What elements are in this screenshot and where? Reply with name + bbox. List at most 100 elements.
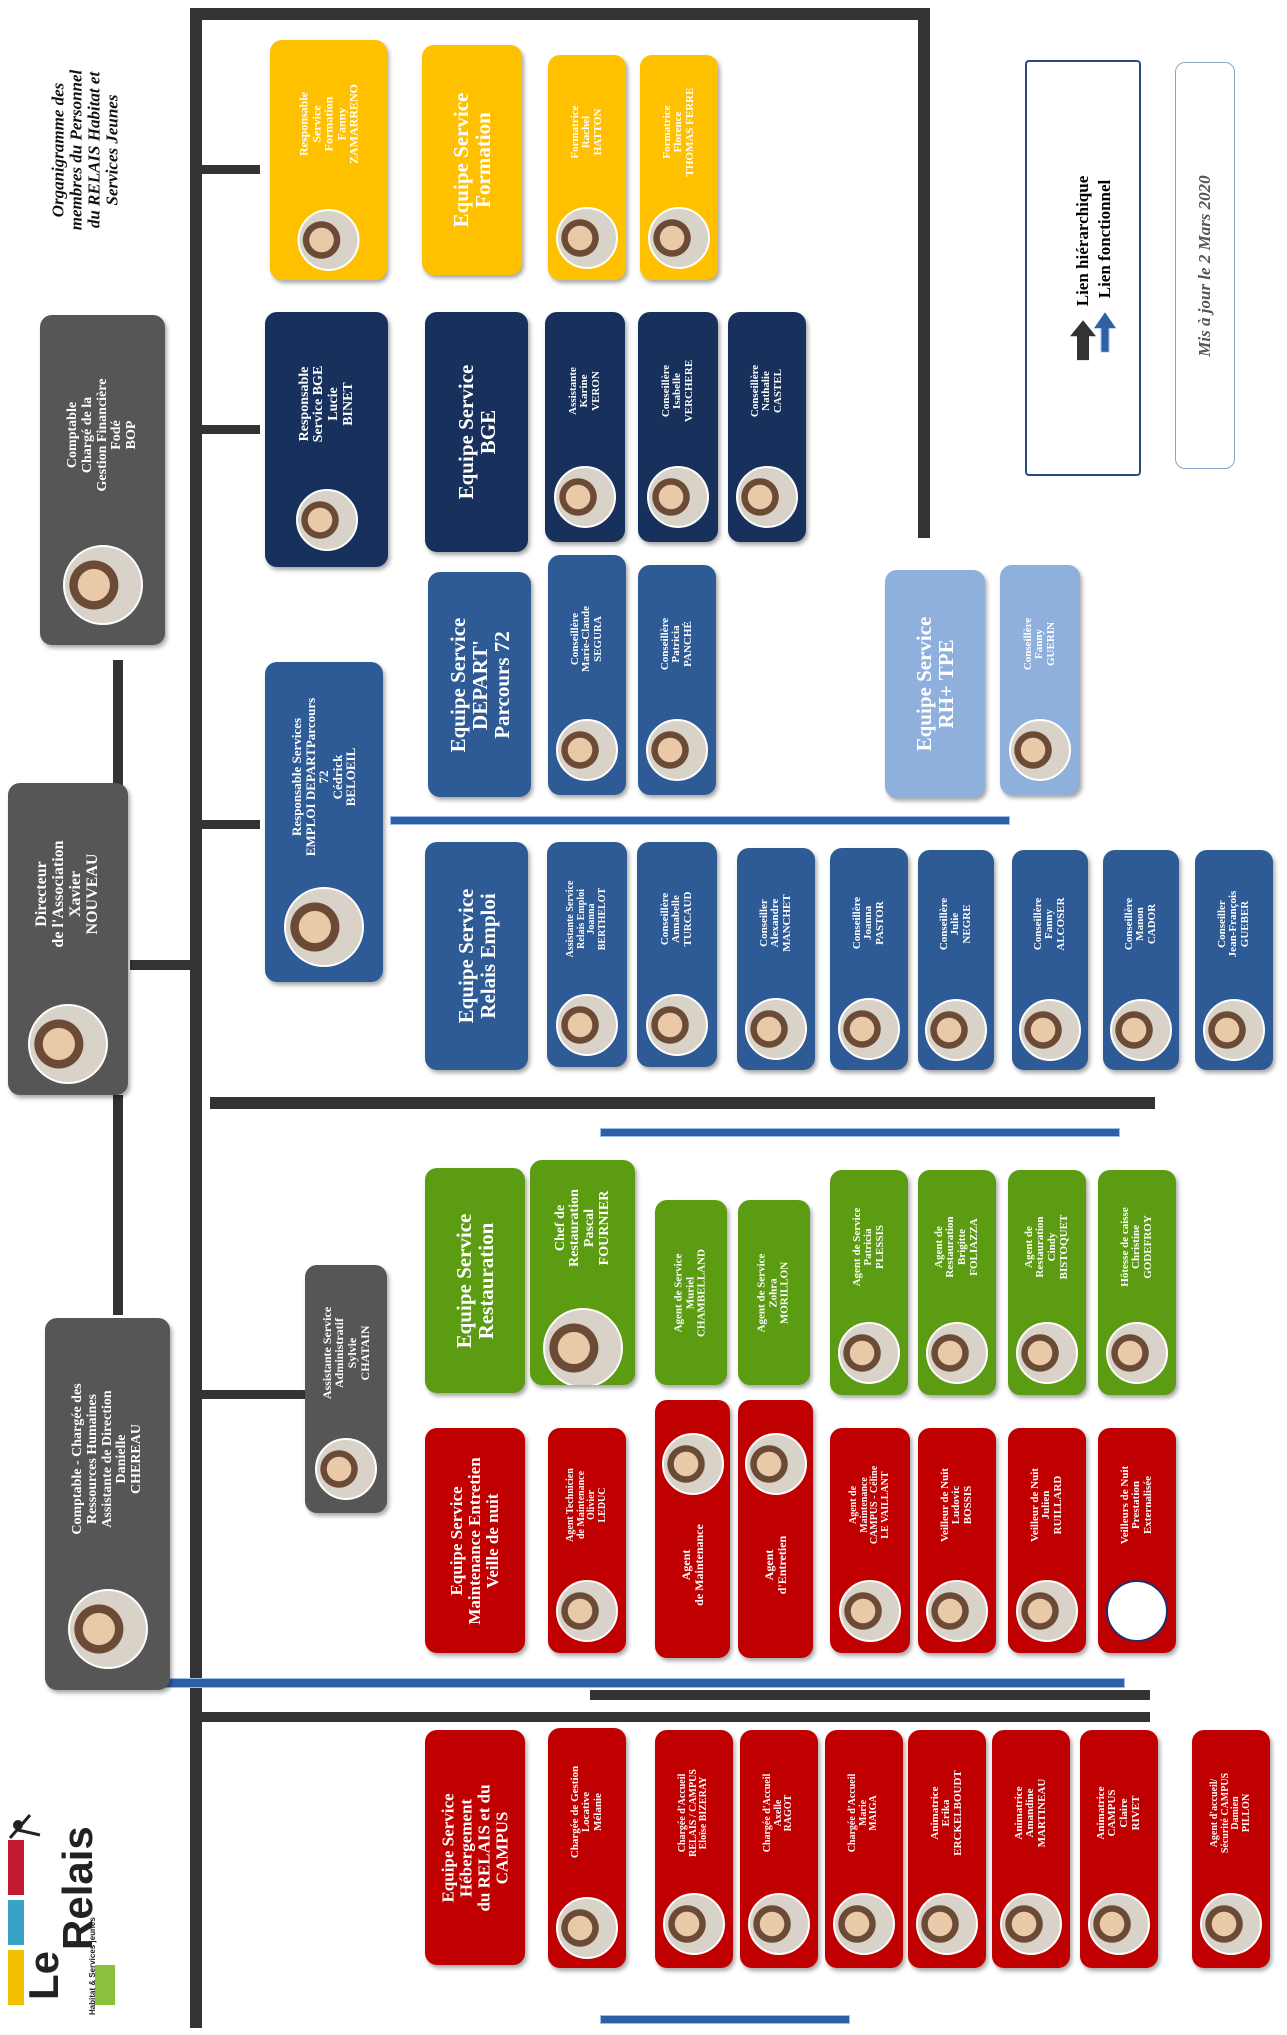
header-title: Organigramme des membres du Personnel du… — [20, 20, 150, 280]
box-text-line: Olivier — [586, 1489, 597, 1520]
box-text-line: Gestion Financière — [94, 378, 110, 492]
box-text-line: HATTON — [591, 108, 604, 155]
box-text-line: NEGRE — [960, 904, 973, 944]
box-text-line: CAMPUS — [491, 1811, 511, 1884]
box-text-line: ERCKELBOUDT — [951, 1770, 964, 1856]
box-text-line: du RELAIS et du — [474, 1783, 493, 1912]
box-text-line: Relais Emploi — [475, 893, 500, 1019]
box-text-line: GUERIN — [1044, 622, 1057, 667]
photo — [925, 999, 987, 1061]
box-text-line: de Maintenance — [691, 1524, 706, 1606]
box-text-line: SEGURA — [591, 616, 604, 662]
photo — [67, 1589, 148, 1669]
photo — [284, 887, 364, 967]
box-text-line: PILLON — [1240, 1793, 1252, 1833]
box-text-line: ALCOSER — [1054, 897, 1067, 951]
photo — [1019, 999, 1081, 1061]
maintenance-bus-line — [590, 1690, 1150, 1700]
logo-word-2: Relais — [54, 1826, 101, 1950]
photo — [556, 206, 618, 269]
box-text-line: de l'Association — [50, 840, 68, 948]
photo — [556, 1579, 618, 1642]
photo — [556, 1897, 618, 1959]
box-text-line: EMPLOI DEPARTParcours — [302, 697, 318, 857]
box-text-line: BOSSIS — [961, 1485, 974, 1524]
photo — [28, 1004, 108, 1084]
box-text-line: CHEREAU — [128, 1424, 144, 1495]
box-text-line: Equipe Service — [453, 364, 478, 500]
box-text-line: VERON — [589, 371, 602, 411]
hebergement-bus-line — [200, 1712, 1150, 1722]
bge-branch — [200, 425, 260, 434]
photo — [295, 488, 358, 551]
box-text-line: Responsable — [296, 366, 312, 441]
photo — [62, 545, 143, 625]
top-bus-line — [190, 8, 928, 20]
photo — [315, 1438, 377, 1500]
box-text-line: Agent d'accueil/ — [1209, 1778, 1220, 1848]
photo — [745, 998, 807, 1060]
box-text-line: MANCHET — [780, 894, 793, 952]
box-text-line: Joanna — [586, 902, 597, 935]
hierarchical-arrow-icon — [1070, 320, 1096, 361]
box-text-line: Responsable — [296, 92, 311, 157]
box-text-line: DEPART' — [467, 639, 492, 730]
box-text-line: CADOR — [1145, 903, 1158, 945]
photo — [1110, 999, 1172, 1061]
box-text-line: Fanny — [333, 107, 348, 141]
box-text-line: RH+ TPE — [934, 639, 958, 729]
box-text-line: d'Entretien — [774, 1535, 789, 1595]
box-text-line: Equipe Service — [448, 92, 473, 228]
box-text-line: Agent de — [848, 1485, 859, 1524]
photo — [646, 993, 708, 1056]
box-text-line: Equipe Service — [911, 616, 936, 752]
box-text-line: BERTHELOT — [596, 887, 608, 950]
box-text-line: BOP — [123, 420, 139, 450]
functional-link-comptable — [165, 1678, 1125, 1688]
directeur-down-line — [113, 1095, 123, 1315]
photo — [838, 998, 900, 1060]
box-text-line: ZAMARRENO — [346, 84, 361, 164]
box-text-line: Responsable Services — [288, 717, 304, 837]
box-text-line: GODEFROY — [1141, 1214, 1154, 1279]
box-text-line: BELOEIL — [343, 747, 359, 807]
box-text-line: Ressources Humaines — [84, 1393, 100, 1525]
box-text-line: Fodé — [108, 420, 124, 450]
photo — [916, 1893, 978, 1955]
box-text-line: 72 — [316, 770, 332, 784]
box-text-line: RIVET — [1129, 1795, 1142, 1831]
assistante-branch — [200, 1390, 310, 1399]
box-text-line: Mélanie — [591, 1793, 604, 1831]
photo — [297, 209, 360, 271]
box-text-line: CAMPUS - Céline — [869, 1465, 880, 1544]
box-text-line: FOLIAZZA — [967, 1217, 980, 1276]
box-text-line: Restauration — [474, 1222, 498, 1339]
logo-word-1: Le — [20, 1951, 67, 2000]
box-text-line: Chef de — [552, 1204, 568, 1251]
box-text-line: LE VAILLANT — [879, 1470, 891, 1539]
photo — [838, 1321, 900, 1384]
box-text-line: Assistante Service — [565, 880, 576, 957]
box-text-line: Eloïse BIZERAY — [698, 1776, 710, 1850]
